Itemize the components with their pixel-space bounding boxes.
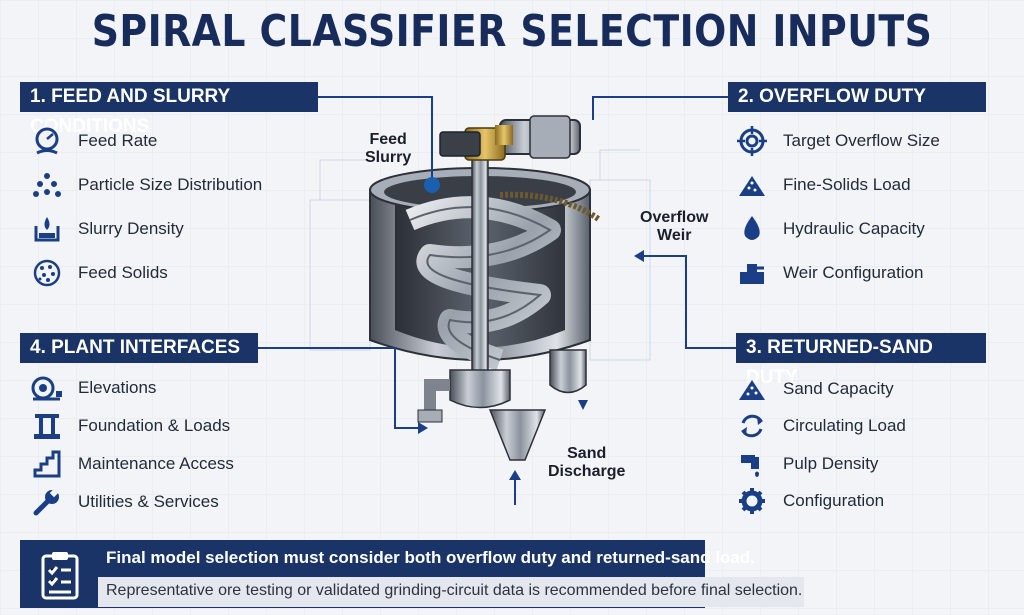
feed-item-slurry-density: Slurry Density — [30, 214, 184, 244]
sand-item-circulating: Circulating Load — [735, 411, 906, 441]
overflow-item-label: Hydraulic Capacity — [783, 219, 925, 238]
callout-overflow-weir: Overflow Weir — [640, 209, 708, 245]
sand-item-capacity: Sand Capacity — [735, 374, 894, 404]
footer-sub-banner — [98, 577, 804, 607]
checklist-icon — [24, 544, 96, 606]
gauge-icon — [30, 126, 64, 156]
stairs-icon — [30, 449, 64, 479]
sand-item-configuration: Configuration — [735, 486, 884, 516]
overflow-item-hydraulic: Hydraulic Capacity — [735, 214, 925, 244]
overflow-item-weir: Weir Configuration — [735, 258, 923, 288]
sand-pile-icon — [735, 374, 769, 404]
elevation-icon — [30, 373, 64, 403]
callout-sand-discharge: Sand Discharge — [548, 445, 625, 481]
drop-icon — [735, 214, 769, 244]
overflow-item-label: Fine-Solids Load — [783, 175, 911, 194]
section-plant-heading: 4. PLANT INTERFACES — [20, 333, 258, 363]
sand-item-pulp-density: Pulp Density — [735, 449, 878, 479]
section-feed-heading: 1. FEED AND SLURRY CONDITIONS — [20, 82, 318, 137]
density-icon — [30, 214, 64, 244]
plant-item-foundation: Foundation & Loads — [30, 411, 230, 441]
plant-item-label: Utilities & Services — [78, 492, 219, 511]
callout-overflow-weir-text: Overflow Weir — [640, 209, 709, 244]
overflow-item-label: Target Overflow Size — [783, 131, 940, 150]
page-title: SPIRAL CLASSIFIER SELECTION INPUTS — [91, 6, 933, 57]
feed-item-label: Feed Solids — [78, 263, 168, 282]
callout-sand-discharge-text: Sand Discharge — [548, 445, 626, 480]
foundation-icon — [30, 411, 64, 441]
tap-icon — [735, 449, 769, 479]
sand-item-label: Sand Capacity — [783, 379, 894, 398]
sand-item-label: Configuration — [783, 491, 885, 510]
footer-sub-text: Representative ore testing or validated … — [106, 582, 803, 599]
overflow-item-target-size: Target Overflow Size — [735, 126, 940, 156]
feed-item-label: Feed Rate — [78, 131, 158, 150]
plant-item-label: Foundation & Loads — [78, 416, 231, 435]
section-returned-sand-heading: 3. RETURNED-SAND DUTY — [736, 333, 986, 388]
feed-item-psd: Particle Size Distribution — [30, 170, 262, 200]
gear-icon — [735, 486, 769, 516]
weir-icon — [735, 258, 769, 288]
footer-main-text: Final model selection must consider both… — [106, 548, 755, 567]
sand-item-label: Circulating Load — [783, 416, 906, 435]
wrench-icon — [30, 487, 64, 517]
solids-icon — [30, 258, 64, 288]
callout-feed-slurry: Feed Slurry — [365, 131, 411, 167]
target-icon — [735, 126, 769, 156]
overflow-item-fine-solids: Fine-Solids Load — [735, 170, 911, 200]
feed-item-label: Particle Size Distribution — [78, 175, 263, 194]
sand-item-label: Pulp Density — [783, 454, 879, 473]
particles-icon — [30, 170, 64, 200]
cycle-icon — [735, 411, 769, 441]
plant-item-utilities: Utilities & Services — [30, 487, 219, 517]
feed-item-label: Slurry Density — [78, 219, 184, 238]
pile-icon — [735, 170, 769, 200]
feed-item-feed-solids: Feed Solids — [30, 258, 168, 288]
plant-item-elevations: Elevations — [30, 373, 156, 403]
feed-item-feed-rate: Feed Rate — [30, 126, 157, 156]
overflow-item-label: Weir Configuration — [783, 263, 924, 282]
plant-item-maintenance: Maintenance Access — [30, 449, 234, 479]
spiral-classifier-illustration — [309, 115, 651, 461]
plant-item-label: Maintenance Access — [78, 454, 234, 473]
section-overflow-heading: 2. OVERFLOW DUTY — [728, 82, 986, 112]
callout-feed-slurry-text: Feed Slurry — [365, 131, 412, 166]
plant-item-label: Elevations — [78, 378, 157, 397]
